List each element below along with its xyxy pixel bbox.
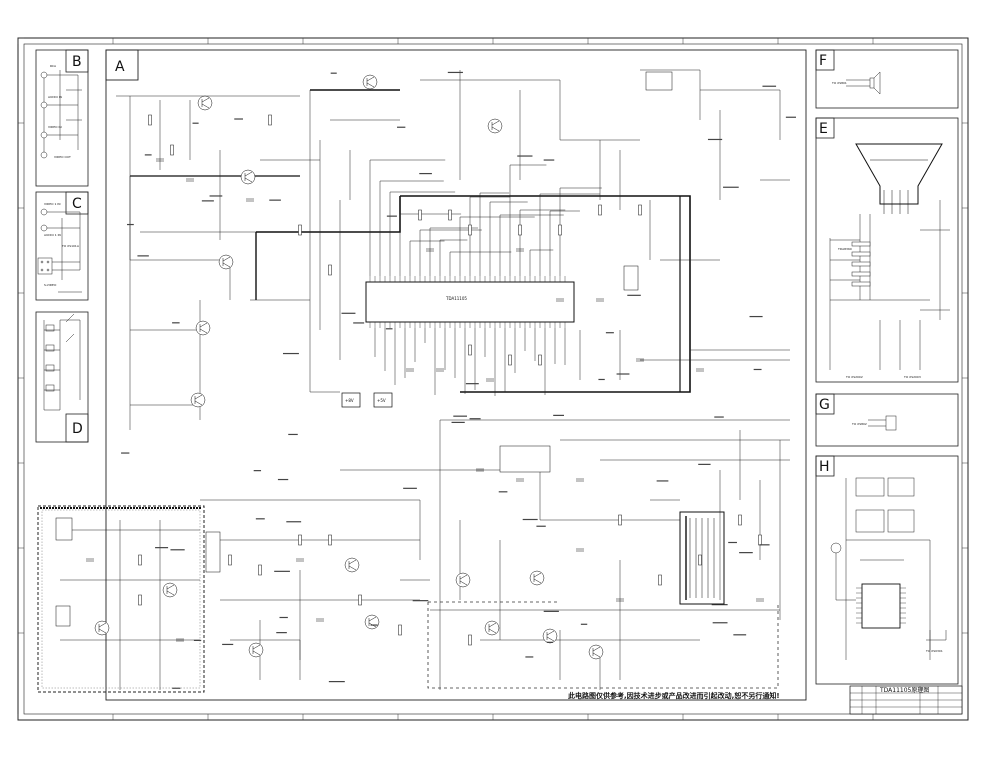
frame-ruler-ticks [17,37,968,720]
conn-c2-label: AUDIO 1 IN [44,233,61,237]
e-unit-label: TDA8360 [837,247,852,251]
title-block: TDA11105原理图 [849,685,963,715]
crt-outline [855,143,943,214]
bus-lines [130,89,691,393]
panel-a: A [105,49,807,701]
h-ic [856,583,906,629]
panel-a-wiring [60,69,790,690]
conn-e2-label: TO XS2003 [903,375,921,379]
panel-f-label: F [819,53,827,69]
conn-c4-label: TO XS101A [61,244,80,248]
panel-c-label: C [72,196,82,212]
panel-e: E TDA8360 TO XS2002 TO XS2003 [815,117,959,383]
panel-d: D [35,311,89,443]
power-tag-8v: +8V [341,392,361,408]
panel-e-label: E [819,121,828,137]
panel-g: G TO XS802 [815,393,959,447]
power-tag-5v-text: +5V [377,398,386,403]
title-block-title: TDA11105原理图 [879,687,929,694]
deflection-region [427,601,779,689]
panel-d-label: D [72,421,83,437]
panel-h-label: H [819,459,830,475]
conn-b2-label: AUDIO IN [48,95,62,99]
footer-note: 此电路图仅供参考,因技术进步或产品改进而引起改动,恕不另行通知! [568,691,780,700]
conn-b3-label: VIDEO IN [48,125,62,129]
conn-b1-label: RCA [50,64,57,68]
power-tag-8v-text: +8V [345,398,354,403]
panel-f: F TO XS801 [815,49,959,109]
flyback-transformer [679,511,725,605]
conn-b4-label: VIDEO OUT [54,155,71,159]
panel-b-label: B [72,54,82,70]
main-ic-label: TDA11105 [445,296,467,301]
panel-a-part-labels [121,71,796,689]
panel-a-label: A [115,59,125,75]
panel-b: B RCA AUDIO IN VIDEO IN VIDEO OUT [35,49,89,187]
power-supply-region [37,505,205,693]
conn-c3-label: S-VIDEO [44,283,57,287]
panel-g-label: G [819,397,830,413]
conn-f1-label: TO XS801 [831,81,847,85]
panel-c: C VIDEO 1 IN AUDIO 1 IN TO XS101A S-VIDE… [35,191,89,301]
power-tag-5v: +5V [373,392,393,408]
conn-c1-label: VIDEO 1 IN [44,202,60,206]
conn-e1-label: TO XS2002 [845,375,863,379]
conn-h1-label: TO XS0301 [925,649,943,653]
panel-h: H TO XS0301 [815,455,959,685]
main-ic: TDA11105 [365,276,575,328]
conn-g1-label: TO XS802 [851,422,867,426]
